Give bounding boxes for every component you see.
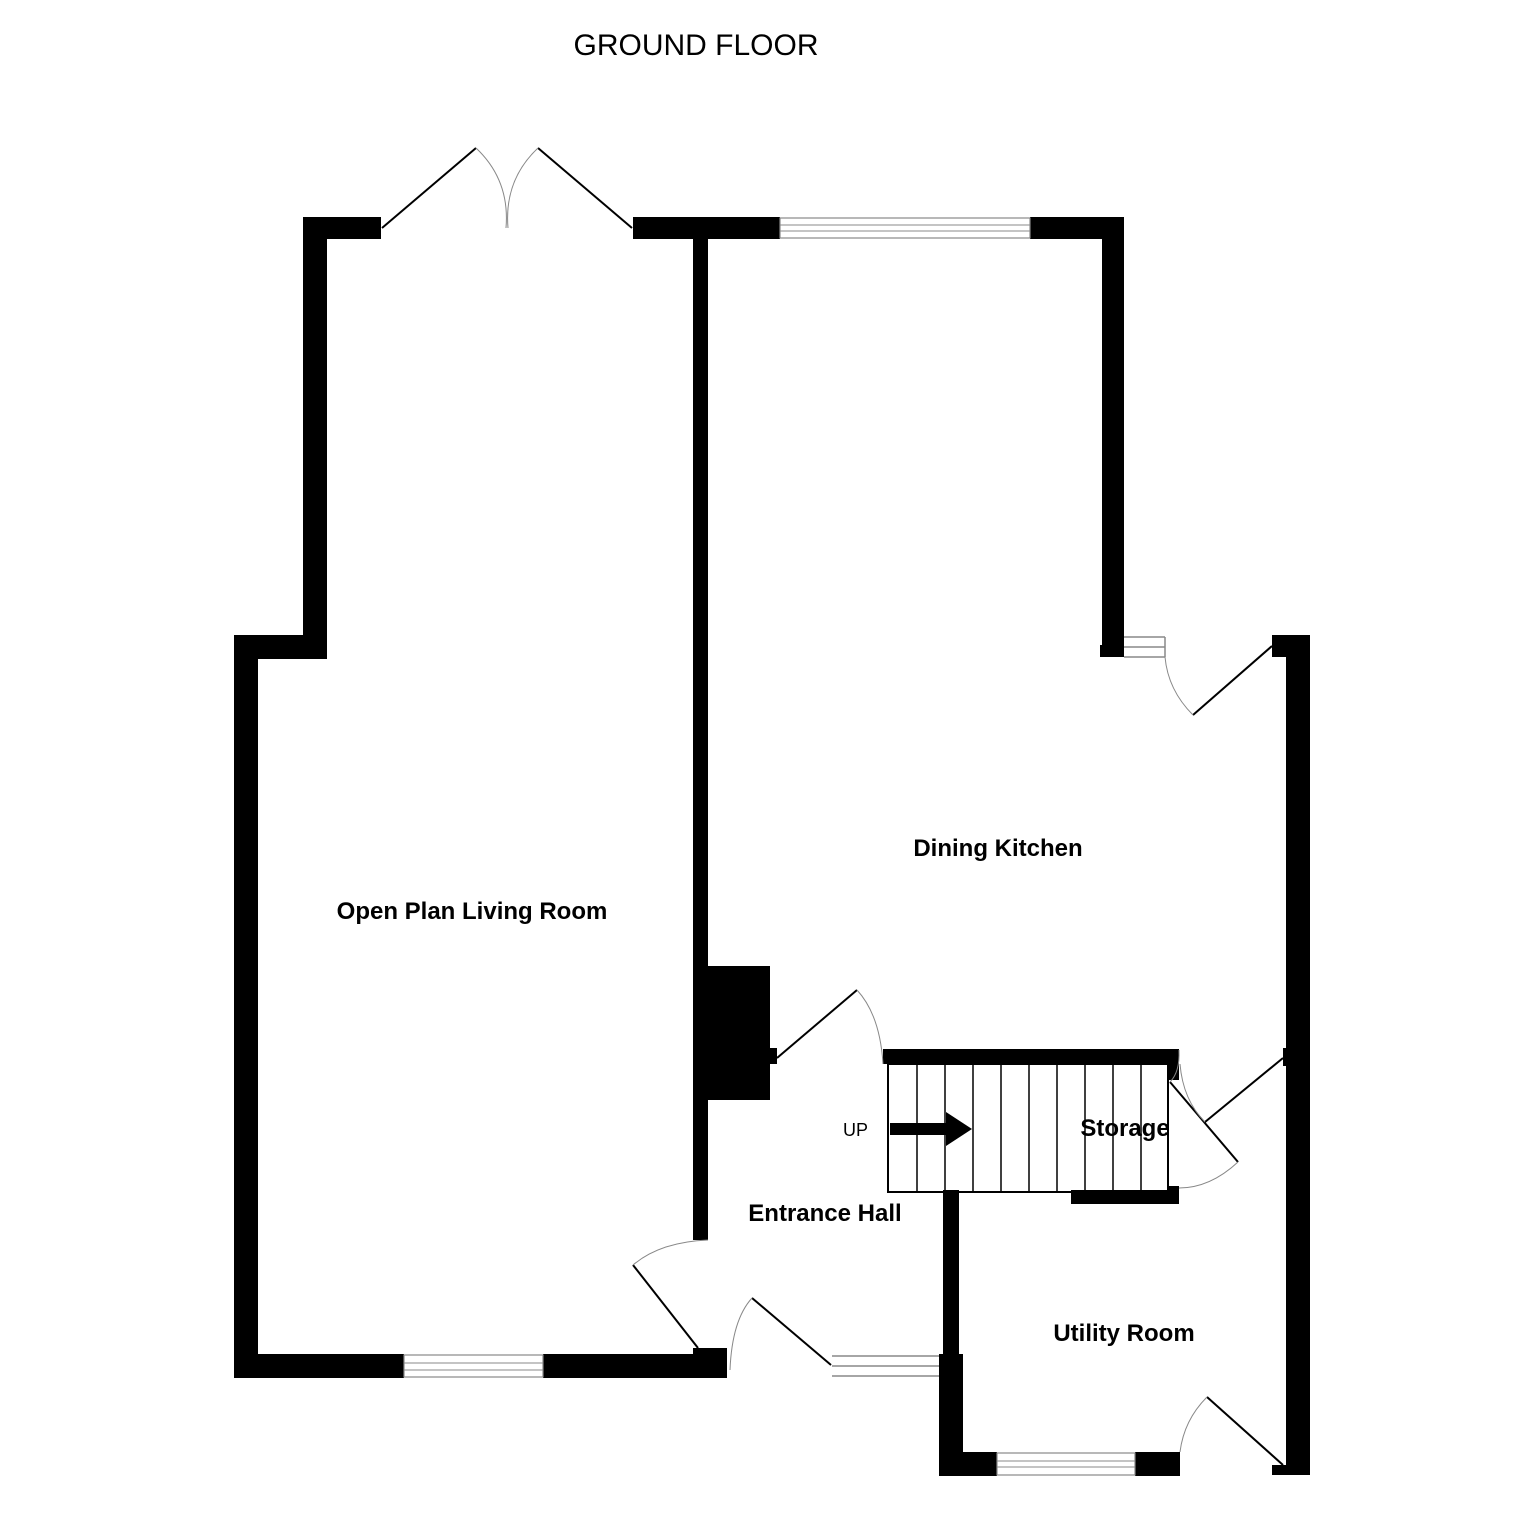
room-label-storage: Storage: [1080, 1115, 1169, 1142]
right-wall-foot: [1272, 1465, 1310, 1475]
walls: [234, 217, 1310, 1476]
storage-door-jamb-top: [1168, 1049, 1179, 1080]
living-upper-left-wall: [303, 217, 327, 657]
room-label-living: Open Plan Living Room: [337, 898, 608, 925]
storage-bottom-wall: [1071, 1190, 1179, 1204]
staircase: UP: [843, 1063, 1169, 1193]
living-room-door: [632, 1239, 709, 1349]
chimney-breast-upper: [708, 966, 770, 1048]
windows: [403, 217, 1166, 1476]
room-label-hall: Entrance Hall: [748, 1200, 901, 1227]
chimney-breast-lower: [708, 1064, 770, 1100]
room-label-kitchen: Dining Kitchen: [913, 835, 1082, 862]
living-bottom-wall-left: [234, 1354, 404, 1378]
living-french-doors: [381, 147, 633, 229]
kitchen-side-window: [1124, 636, 1166, 658]
utility-door-jamb: [1283, 1048, 1293, 1066]
kitchen-right-upper-wall: [1102, 217, 1124, 657]
hall-kitchen-door: [776, 989, 884, 1065]
kitchen-door-jamb: [1100, 645, 1124, 657]
living-bottom-window: [403, 1354, 544, 1378]
stair-up-label: UP: [843, 1120, 868, 1140]
hall-utility-wall: [943, 1190, 959, 1365]
floor-title: GROUND FLOOR: [573, 29, 818, 62]
chimney-door-jamb: [693, 1048, 777, 1064]
central-dividing-wall: [693, 217, 708, 1240]
stair-top-wall: [883, 1049, 1179, 1064]
doors: [381, 147, 1284, 1466]
kitchen-external-door: [1164, 645, 1273, 716]
living-left-wall: [234, 635, 258, 1377]
utility-external-door: [1179, 1396, 1284, 1466]
front-door-jamb: [693, 1348, 727, 1378]
hall-bottom-window: [832, 1355, 939, 1377]
utility-bottom-window: [996, 1452, 1136, 1476]
stair-up-arrow-icon: [890, 1112, 972, 1146]
storage-door: [1169, 1049, 1239, 1189]
room-label-utility: Utility Room: [1053, 1320, 1194, 1347]
utility-kitchen-door: [1179, 1057, 1284, 1123]
utility-bottom-wall-right: [1135, 1452, 1180, 1476]
kitchen-top-wall-right: [1030, 217, 1124, 239]
storage-door-jamb-bottom: [1168, 1186, 1179, 1204]
kitchen-top-window: [779, 217, 1031, 239]
utility-bottom-wall-left: [939, 1452, 997, 1476]
front-door: [729, 1297, 832, 1371]
